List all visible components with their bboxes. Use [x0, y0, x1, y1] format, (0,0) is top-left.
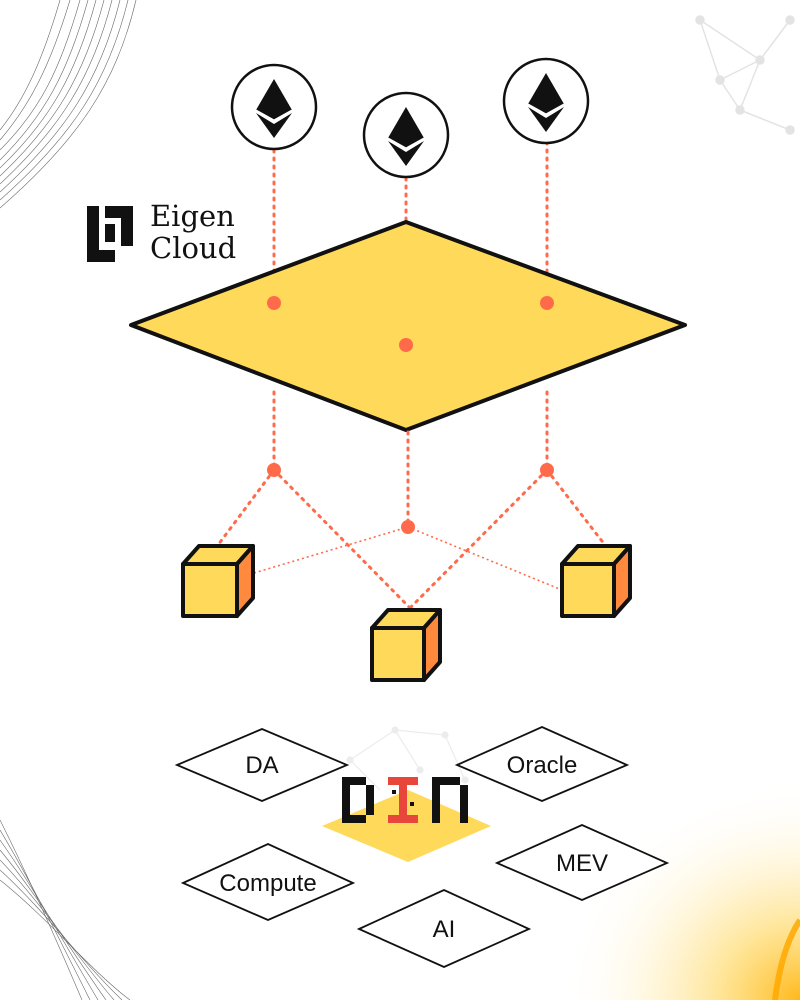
din-letter-d	[342, 777, 374, 823]
ethereum-node-left	[230, 63, 318, 151]
plane-connection-dots	[267, 296, 554, 352]
ethereum-node-right	[502, 57, 590, 145]
ethereum-icon	[255, 79, 293, 138]
service-da-label: DA	[245, 752, 278, 779]
network-decoration-din	[346, 726, 469, 791]
din-logo	[342, 777, 468, 823]
ethereum-icon	[527, 73, 565, 132]
ethereum-icon	[387, 107, 425, 166]
eigencloud-plane	[129, 220, 687, 432]
service-ai-label: AI	[433, 916, 456, 943]
network-decoration-top-right	[695, 15, 795, 135]
service-compute-label: Compute	[219, 870, 316, 897]
brand-name-line1: Eigen	[150, 199, 235, 233]
din-letter-i	[388, 777, 418, 823]
thin-connector-lines	[253, 526, 563, 591]
din-letter-n	[432, 777, 468, 823]
ethereum-node-center	[362, 91, 450, 179]
service-ai: AI	[356, 889, 532, 968]
eigencloud-logo-icon	[87, 206, 133, 262]
operator-node-cube-right	[560, 544, 632, 618]
service-mev: MEV	[494, 824, 670, 901]
operator-node-cube-center	[370, 608, 442, 682]
wave-decoration-bottom-left	[0, 819, 131, 1000]
lower-connection-dots	[267, 463, 554, 534]
din-base-plane	[322, 790, 491, 862]
operator-node-cube-left	[181, 544, 255, 618]
service-compute: Compute	[180, 843, 356, 921]
wave-decoration-top-left	[0, 0, 137, 209]
brand-name-line2: Cloud	[150, 231, 236, 265]
service-oracle: Oracle	[454, 726, 630, 802]
glow-arc-decoration	[772, 918, 800, 1000]
service-oracle-label: Oracle	[507, 752, 578, 779]
service-da: DA	[174, 728, 350, 802]
eigencloud-logo: Eigen Cloud	[87, 199, 236, 265]
lower-connector-lines	[216, 390, 607, 610]
service-mev-label: MEV	[556, 850, 608, 877]
